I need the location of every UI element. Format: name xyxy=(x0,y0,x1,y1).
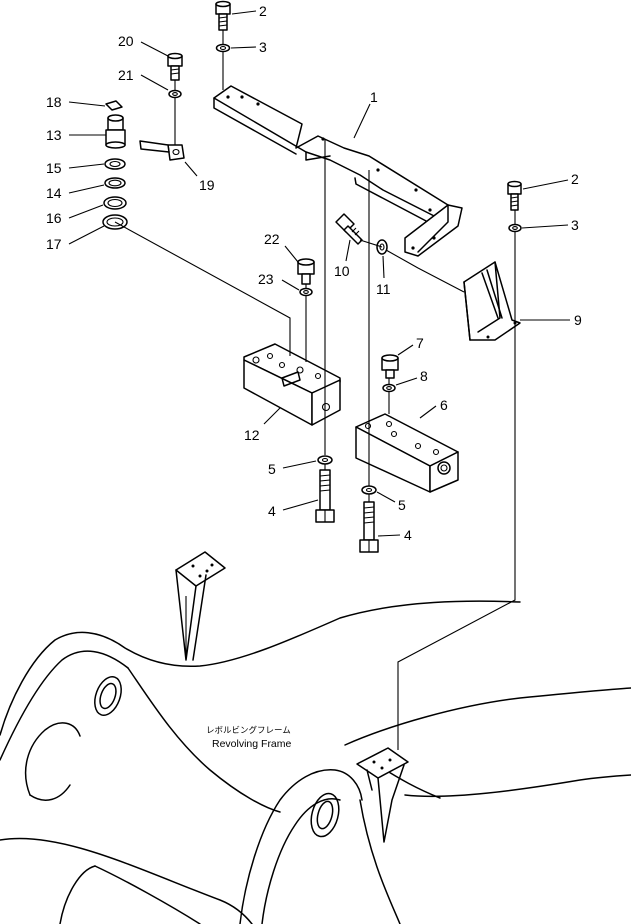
bolt-part-22 xyxy=(297,258,315,285)
callout-4-right: 4 xyxy=(404,527,412,543)
support-bracket-part-9 xyxy=(463,261,521,341)
callout-5-left: 5 xyxy=(268,461,276,477)
valve-block-part-6 xyxy=(355,413,459,493)
callout-17: 17 xyxy=(46,236,62,252)
callout-8: 8 xyxy=(420,368,428,384)
revolving-frame xyxy=(0,600,631,924)
callout-3-top: 3 xyxy=(259,39,267,55)
washer-part-5-left xyxy=(317,455,333,465)
frame-bracket-right xyxy=(356,747,409,843)
washer-part-23 xyxy=(299,287,313,297)
o-ring-part-15 xyxy=(104,158,126,170)
callout-15: 15 xyxy=(46,160,62,176)
washer-part-3-right xyxy=(508,223,522,233)
callout-7: 7 xyxy=(416,335,424,351)
callout-16: 16 xyxy=(46,210,62,226)
callout-22: 22 xyxy=(264,231,280,247)
callout-numbers: 1 2 3 2 3 20 21 18 13 15 14 16 17 19 22 … xyxy=(46,3,582,543)
washer-part-5-right xyxy=(361,485,377,495)
callout-4-left: 4 xyxy=(268,503,276,519)
callout-18: 18 xyxy=(46,94,62,110)
callout-23: 23 xyxy=(258,271,274,287)
callout-2-right: 2 xyxy=(571,171,579,187)
callout-12: 12 xyxy=(244,427,260,443)
callout-13: 13 xyxy=(46,127,62,143)
revolving-frame-label: レボルビングフレーム Revolving Frame xyxy=(206,725,292,750)
callout-6: 6 xyxy=(440,397,448,413)
revolving-frame-label-english: Revolving Frame xyxy=(212,738,292,750)
bolt-part-4-right xyxy=(359,501,379,553)
callout-2-top: 2 xyxy=(259,3,267,19)
assembly-lines xyxy=(114,30,516,750)
callout-1: 1 xyxy=(370,89,378,105)
frame-bracket-left xyxy=(175,551,226,661)
elbow-fitting-part-19 xyxy=(139,140,185,161)
bolt-part-2-top xyxy=(215,0,231,31)
washer-part-3-top xyxy=(215,43,231,53)
valve-block-part-12 xyxy=(243,343,341,426)
callout-11: 11 xyxy=(376,281,391,297)
adapter-part-13 xyxy=(105,114,126,149)
callout-14: 14 xyxy=(46,185,62,201)
callout-20: 20 xyxy=(118,33,134,49)
plug-part-18 xyxy=(105,100,123,111)
washer-part-21 xyxy=(168,89,182,99)
washer-part-8 xyxy=(382,383,396,393)
revolving-frame-label-japanese: レボルビングフレーム xyxy=(206,725,291,736)
callout-5-right: 5 xyxy=(398,497,406,513)
callout-9: 9 xyxy=(574,312,582,328)
o-ring-part-16 xyxy=(103,196,127,210)
callout-3-right: 3 xyxy=(571,217,579,233)
callout-leaders xyxy=(68,10,570,537)
bolt-part-20 xyxy=(167,52,183,81)
callout-19: 19 xyxy=(199,177,215,193)
bolt-part-2-right xyxy=(507,180,522,211)
callout-10: 10 xyxy=(334,263,350,279)
mounting-bracket-part-1 xyxy=(213,85,463,257)
bolt-part-4-left xyxy=(315,469,335,523)
bolt-part-7 xyxy=(381,354,399,379)
bolt-part-10 xyxy=(335,213,363,245)
o-ring-part-14 xyxy=(104,177,126,189)
callout-21: 21 xyxy=(118,67,134,83)
